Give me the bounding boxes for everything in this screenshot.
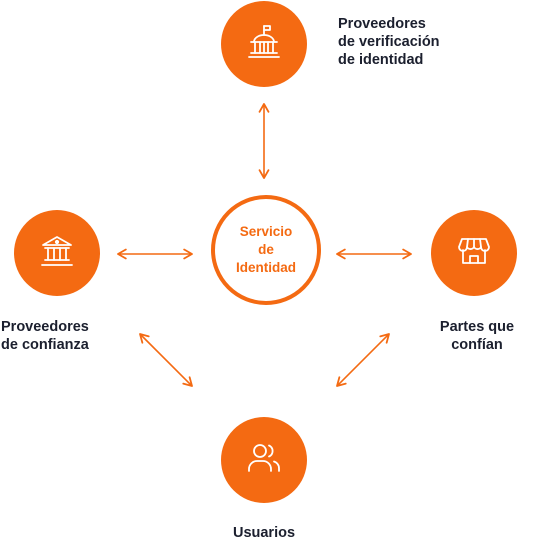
node-relying-parties xyxy=(431,210,517,296)
label-relying-parties: Partes que confían xyxy=(439,319,515,353)
bank-icon xyxy=(37,231,77,276)
center-identity-service: Servicio de Identidad xyxy=(211,195,321,305)
label-users: Usuarios xyxy=(232,525,296,541)
node-users xyxy=(221,417,307,503)
government-building-flag-icon xyxy=(244,22,284,67)
node-trust-providers xyxy=(14,210,100,296)
center-label: Servicio de Identidad xyxy=(236,224,296,275)
label-trust-providers: Proveedores de confianza xyxy=(1,319,89,353)
users-icon xyxy=(244,438,284,483)
arrow-trust-users xyxy=(139,333,193,387)
arrow-relying-users xyxy=(336,333,390,387)
storefront-icon xyxy=(454,231,494,276)
node-identity-verification xyxy=(221,1,307,87)
label-identity-verification: Proveedores de verificación de identidad xyxy=(338,16,440,68)
